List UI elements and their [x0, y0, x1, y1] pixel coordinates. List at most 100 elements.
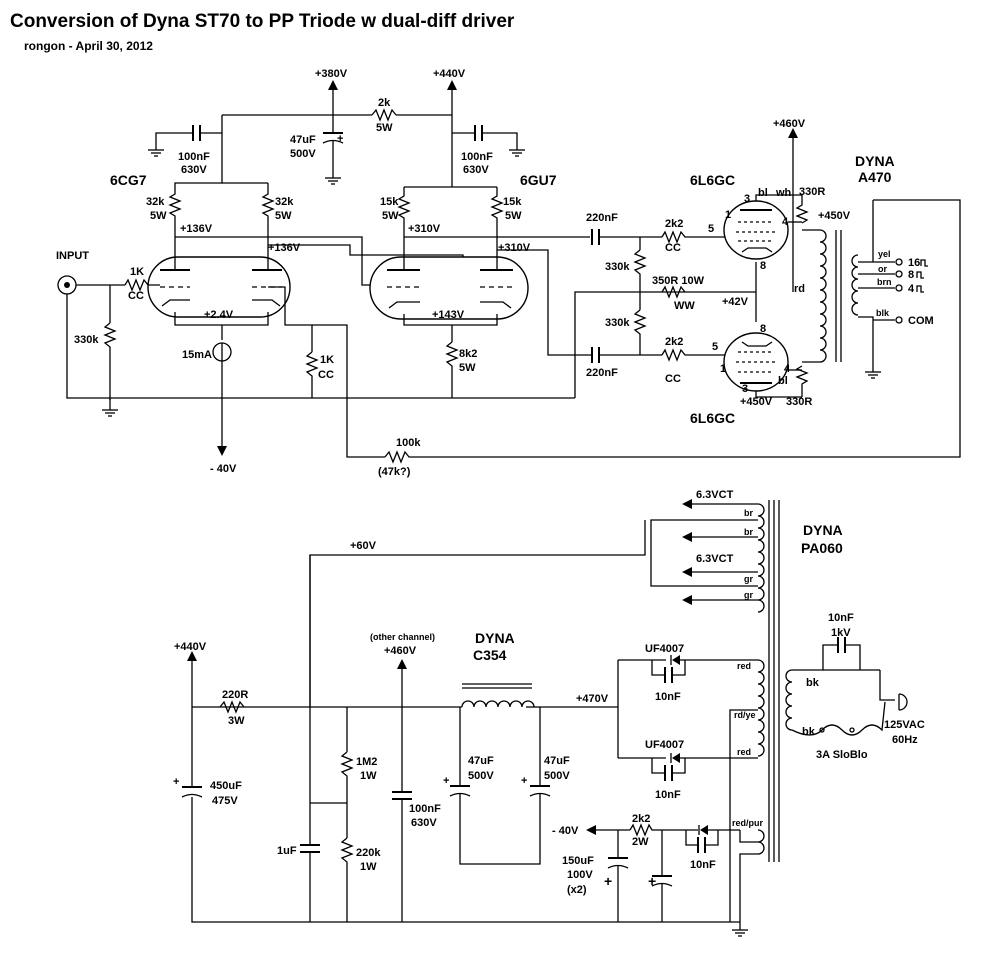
wire-br-1: br: [744, 508, 753, 518]
bias-resistor-psu-rating: 2W: [632, 836, 649, 848]
wire-center-tap: rd/ye: [734, 710, 756, 720]
ground-symbol: [148, 149, 164, 157]
tube-6cg7-envelope: [147, 256, 291, 318]
feedback-network: 1K CC 100k (47k?): [268, 199, 961, 478]
load-r1-rating: 5W: [150, 210, 167, 222]
bias-diode-snubber: 10nF: [690, 859, 716, 871]
power-supply-section: DYNA PA060 6.3VCT 6.3VCT br br gr gr: [173, 489, 925, 937]
output-4-label: 4: [908, 283, 915, 295]
rail-440v-label: +440V: [433, 68, 466, 80]
psu-rail-460v: +460V: [384, 645, 417, 657]
coupling-cap-top: 220nF: [586, 212, 618, 224]
plus-sign: +: [648, 873, 656, 889]
stage-6cg7: 6CG7 32k 5W 32k 5W +136V +136V +2.4V: [110, 172, 301, 475]
filament-2-label: 6.3VCT: [696, 553, 734, 565]
node-470v: +470V: [576, 693, 609, 705]
p2-pin1: 1: [720, 363, 726, 375]
node-2v4: +2.4V: [204, 309, 234, 321]
r220k-rating: 1W: [360, 861, 377, 873]
pt-name-1: DYNA: [803, 522, 843, 538]
tap-blk: blk: [876, 308, 890, 318]
pt-name-2: PA060: [801, 540, 843, 556]
ot-wire-rd: rd: [794, 283, 805, 295]
mains-frequency: 60Hz: [892, 734, 918, 746]
dropper-resistor-value: 2k: [378, 97, 391, 109]
output-4-terminal[interactable]: [895, 284, 903, 292]
rail-380v-label: +380V: [315, 68, 348, 80]
node-136v-b: +136V: [268, 242, 301, 254]
ot-name-2: A470: [858, 169, 892, 185]
node-143v: +143V: [432, 309, 465, 321]
node-42v: +42V: [722, 296, 749, 308]
output-com-label: COM: [908, 315, 934, 327]
output-16-terminal[interactable]: [895, 258, 903, 266]
tube-6cg7-label: 6CG7: [110, 172, 147, 188]
ohm-icon: [920, 259, 928, 267]
rectifier: UF4007 10nF UF4007 10nF +470V: [540, 643, 758, 922]
tail-resistor-rating: 5W: [459, 362, 476, 374]
cap-100nf-psu-value: 100nF: [409, 803, 441, 815]
tail-resistor-value: 8k2: [459, 348, 477, 360]
neg-40v-psu: - 40V: [552, 825, 579, 837]
cap-1uf: 1uF: [277, 845, 297, 857]
plus-sign: +: [173, 776, 179, 788]
current-source-value: 15mA: [182, 349, 212, 361]
output-stage: 6L6GC 6L6GC 3 5 4 1 8 bl wh 8 5 1: [690, 118, 851, 426]
primary-wire-bk-2: bk: [802, 726, 816, 738]
p1-screen-wire-wh: wh: [775, 187, 792, 199]
grid-stopper-value: 1K: [130, 266, 144, 278]
p1-pin8: 8: [760, 260, 766, 272]
bypass-cap-1-value: 100nF: [178, 151, 210, 163]
psu-rail-440v: +440V: [174, 641, 207, 653]
load-r4-value: 15k: [503, 196, 522, 208]
page-title: Conversion of Dyna ST70 to PP Triode w d…: [10, 11, 515, 32]
snubber-cap-rating: 1kV: [831, 627, 851, 639]
feedback-resistor-value: 1K: [320, 354, 334, 366]
tap-or: or: [878, 264, 887, 274]
tap-yel: yel: [878, 249, 891, 259]
r220-rating: 3W: [228, 715, 245, 727]
svg-text:+: +: [337, 133, 343, 145]
node-450v-top: +450V: [818, 210, 851, 222]
bias-resistor-value: 350R 10W: [652, 275, 705, 287]
ground-symbol: [509, 149, 525, 157]
load-r2-rating: 5W: [275, 210, 292, 222]
ohm-icon: [916, 271, 924, 279]
wire-red-1: red: [737, 661, 751, 671]
output-com-terminal[interactable]: [895, 316, 903, 324]
output-8-terminal[interactable]: [895, 270, 903, 278]
filter-cap-value: 47uF: [290, 134, 316, 146]
load-r2-value: 32k: [275, 196, 294, 208]
r220k-value: 220k: [356, 847, 381, 859]
choke-filter: DYNA C354 + 47uF 500V + 47uF 500V: [192, 630, 570, 865]
filter-cap-a-value: 47uF: [468, 755, 494, 767]
node-310v-b: +310V: [498, 242, 531, 254]
grid-stopper-bottom-value: 2k2: [665, 336, 683, 348]
reservoir-cap-rating: 475V: [212, 795, 238, 807]
p2-pin5: 5: [712, 341, 718, 353]
p1-plate-wire-bl: bl: [758, 187, 768, 199]
snubber-cap-value: 10nF: [828, 612, 854, 624]
wire-br-2: br: [744, 527, 753, 537]
ohm-icon: [916, 285, 924, 293]
wire-bias: red/pur: [732, 818, 764, 828]
r1m2-value: 1M2: [356, 756, 377, 768]
other-channel-note: (other channel): [370, 632, 435, 642]
ground-symbol: [102, 409, 118, 417]
fuse-label: 3A SloBlo: [816, 749, 868, 761]
p1-pin4: 4: [782, 216, 789, 228]
diode-2-snubber: 10nF: [655, 789, 681, 801]
grid-stopper-top-rating: CC: [665, 242, 681, 254]
choke-name-1: DYNA: [475, 630, 515, 646]
p2-pin3: 3: [742, 383, 748, 395]
top-rails: +380V +440V 2k 5W + 47uF 500V: [148, 68, 525, 192]
bypass-cap-1-rating: 630V: [181, 164, 207, 176]
grid-leak-bottom: 330k: [605, 317, 630, 329]
bias-resistor-psu-value: 2k2: [632, 813, 650, 825]
primary-wire-bk-1: bk: [806, 677, 820, 689]
node-450v-bottom: +450V: [740, 396, 773, 408]
ground-symbol: [865, 371, 881, 379]
grid-stopper-rating: CC: [128, 290, 144, 302]
stage-6gu7: 6GU7 15k 5W 15k 5W +310V +310V: [175, 172, 592, 398]
